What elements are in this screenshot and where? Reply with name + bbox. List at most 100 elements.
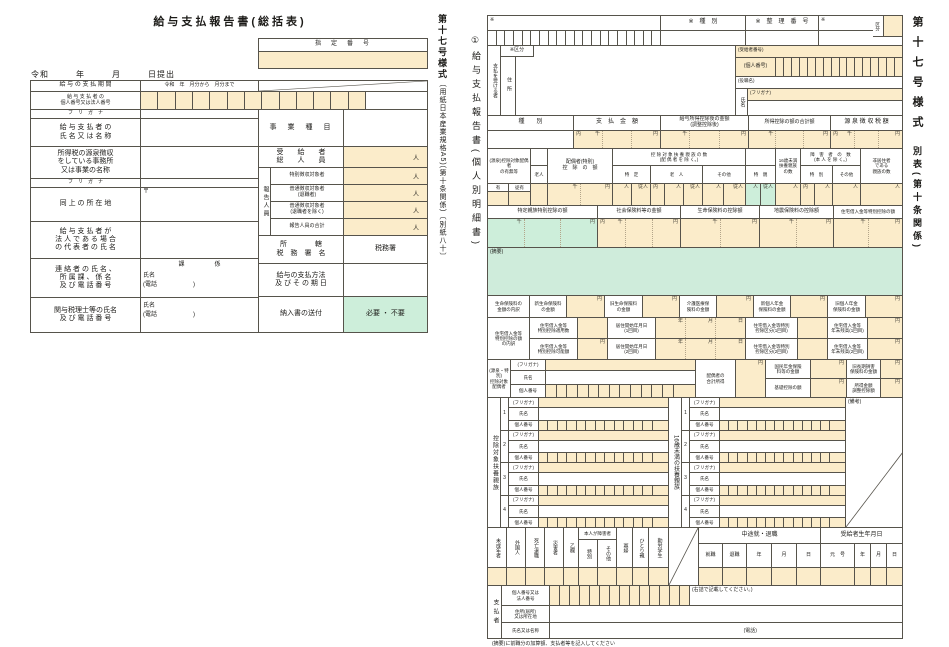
mynumber-cells[interactable] <box>539 420 669 431</box>
payer-number-cells[interactable] <box>550 586 690 606</box>
count-cell[interactable]: 従人 <box>761 184 776 206</box>
amount-cell[interactable]: 円 <box>578 339 608 360</box>
date-cell[interactable]: 年 月 日 <box>656 339 746 360</box>
spouse-deduction-field[interactable]: 千 円 <box>548 184 613 206</box>
count-cell[interactable]: 従人 <box>724 184 746 206</box>
name-field[interactable] <box>539 408 669 421</box>
flag-cell[interactable] <box>579 568 598 586</box>
flag-cell[interactable] <box>649 568 669 586</box>
amount-cell[interactable]: 円 <box>866 296 903 318</box>
designation-number-field[interactable] <box>259 52 428 69</box>
flag-cell[interactable] <box>598 568 617 586</box>
total-deductions-field[interactable]: 千 円 <box>749 131 831 149</box>
name-field[interactable] <box>720 408 846 421</box>
name-field[interactable] <box>720 440 846 453</box>
notes-box[interactable]: (備考) <box>846 398 903 528</box>
flag-cell[interactable] <box>617 568 633 586</box>
amount-cell[interactable]: 円 <box>643 296 680 318</box>
mynumber-cells[interactable] <box>720 485 846 496</box>
value-cell[interactable] <box>798 318 828 339</box>
count-cell[interactable]: 人 <box>833 184 861 206</box>
spouse-mynumber-cells[interactable] <box>546 385 696 398</box>
housing-loan-field[interactable]: 千 円 <box>834 219 903 248</box>
count-cell[interactable]: 人 <box>746 184 761 206</box>
mynumber-cells[interactable] <box>720 420 846 431</box>
count-cell[interactable]: 人 <box>815 184 833 206</box>
value-cell[interactable] <box>578 318 608 339</box>
recipient-number-field[interactable]: (受給者番号) <box>736 46 903 58</box>
spouse-yu-cell[interactable] <box>488 192 509 206</box>
value-cell[interactable] <box>797 568 821 586</box>
value-cell[interactable] <box>871 568 887 586</box>
payer-number-cells[interactable] <box>141 92 366 110</box>
contact-person-field[interactable]: 課 係 氏名 (電話 ) <box>141 259 259 298</box>
mynumber-cells[interactable] <box>539 518 669 528</box>
mynumber-cells[interactable] <box>720 518 846 528</box>
earthquake-insurance-field[interactable]: 千 円 <box>760 219 834 248</box>
furigana-field[interactable] <box>720 398 846 408</box>
flag-cell[interactable] <box>507 568 526 586</box>
count-cell[interactable]: 人 <box>703 184 724 206</box>
name-field[interactable] <box>720 473 846 486</box>
code-digit-cells[interactable] <box>488 31 661 46</box>
ordinary-collection-field[interactable]: 人 <box>344 202 428 219</box>
payer-name-field[interactable]: (電話) <box>550 623 903 639</box>
amount-cell[interactable]: 円 <box>881 360 903 379</box>
amount-cell[interactable]: 円 <box>717 296 754 318</box>
furigana-field[interactable] <box>539 430 669 441</box>
job-title-field[interactable]: (役職名) <box>736 77 903 89</box>
ordinary-collection-retired-field[interactable]: 人 <box>344 185 428 202</box>
type-field[interactable] <box>661 31 746 46</box>
amount-cell[interactable]: 円 <box>791 296 828 318</box>
furigana-field[interactable] <box>539 398 669 408</box>
mynumber-cells[interactable] <box>720 453 846 463</box>
count-cell[interactable]: 人 <box>613 184 632 206</box>
flag-cell[interactable] <box>545 568 564 586</box>
value-cell[interactable] <box>855 568 871 586</box>
payer-name-field[interactable] <box>141 119 259 147</box>
payment-method-field[interactable] <box>344 264 428 297</box>
spouse-furigana-field[interactable] <box>546 360 696 371</box>
reference-number-field[interactable] <box>746 31 819 46</box>
amount-cell[interactable]: 円 <box>811 360 847 379</box>
count-cell[interactable]: 内 <box>801 184 815 206</box>
count-cell[interactable]: 人 <box>776 184 801 206</box>
kind-field[interactable] <box>488 131 574 149</box>
count-cell[interactable]: 従人 <box>632 184 651 206</box>
name-field[interactable] <box>720 505 846 518</box>
value-cell[interactable] <box>699 568 723 586</box>
furigana-field[interactable] <box>539 495 669 506</box>
furigana-field[interactable] <box>539 463 669 473</box>
mynumber-cells[interactable] <box>776 58 903 77</box>
mynumber-cells[interactable] <box>539 453 669 463</box>
payment-amount-field[interactable]: 内千 円 <box>574 131 661 149</box>
report-total-field[interactable]: 人 <box>344 219 428 236</box>
value-cell[interactable] <box>887 568 903 586</box>
furigana-field[interactable] <box>141 110 259 119</box>
amount-cell[interactable]: 円 <box>868 318 903 339</box>
payer-address-field[interactable]: 〒 <box>141 188 259 222</box>
spouse-name-field[interactable] <box>546 371 696 385</box>
remarks-field[interactable]: (摘要) <box>488 248 903 296</box>
flag-cell[interactable] <box>488 568 507 586</box>
office-name-field[interactable] <box>141 147 259 179</box>
amount-cell[interactable]: 円 <box>567 296 605 318</box>
recipient-address-field[interactable]: ※区分 住所 <box>501 46 736 116</box>
special-collection-field[interactable]: 人 <box>344 168 428 185</box>
count-cell[interactable]: 人 <box>861 184 903 206</box>
name-field[interactable] <box>748 101 903 116</box>
value-cell[interactable] <box>821 568 855 586</box>
business-type-field[interactable] <box>344 110 428 147</box>
after-deduction-field[interactable]: 千 円 <box>661 131 749 149</box>
amount-cell[interactable]: 円 <box>811 379 847 398</box>
amount-cell[interactable]: 円 <box>868 339 903 360</box>
spouse-juyu-cell[interactable] <box>509 192 531 206</box>
count-cell[interactable]: 人 <box>665 184 684 206</box>
payment-period-field[interactable]: 令和 年 月分から 月分まで <box>141 81 259 92</box>
tax-accountant-field[interactable]: 氏名 (電話 ) <box>141 298 259 333</box>
life-insurance-field[interactable]: 千 円 <box>681 219 760 248</box>
value-cell[interactable] <box>798 339 828 360</box>
flag-cell[interactable] <box>633 568 649 586</box>
value-cell[interactable] <box>747 568 772 586</box>
furigana-field[interactable] <box>720 463 846 473</box>
